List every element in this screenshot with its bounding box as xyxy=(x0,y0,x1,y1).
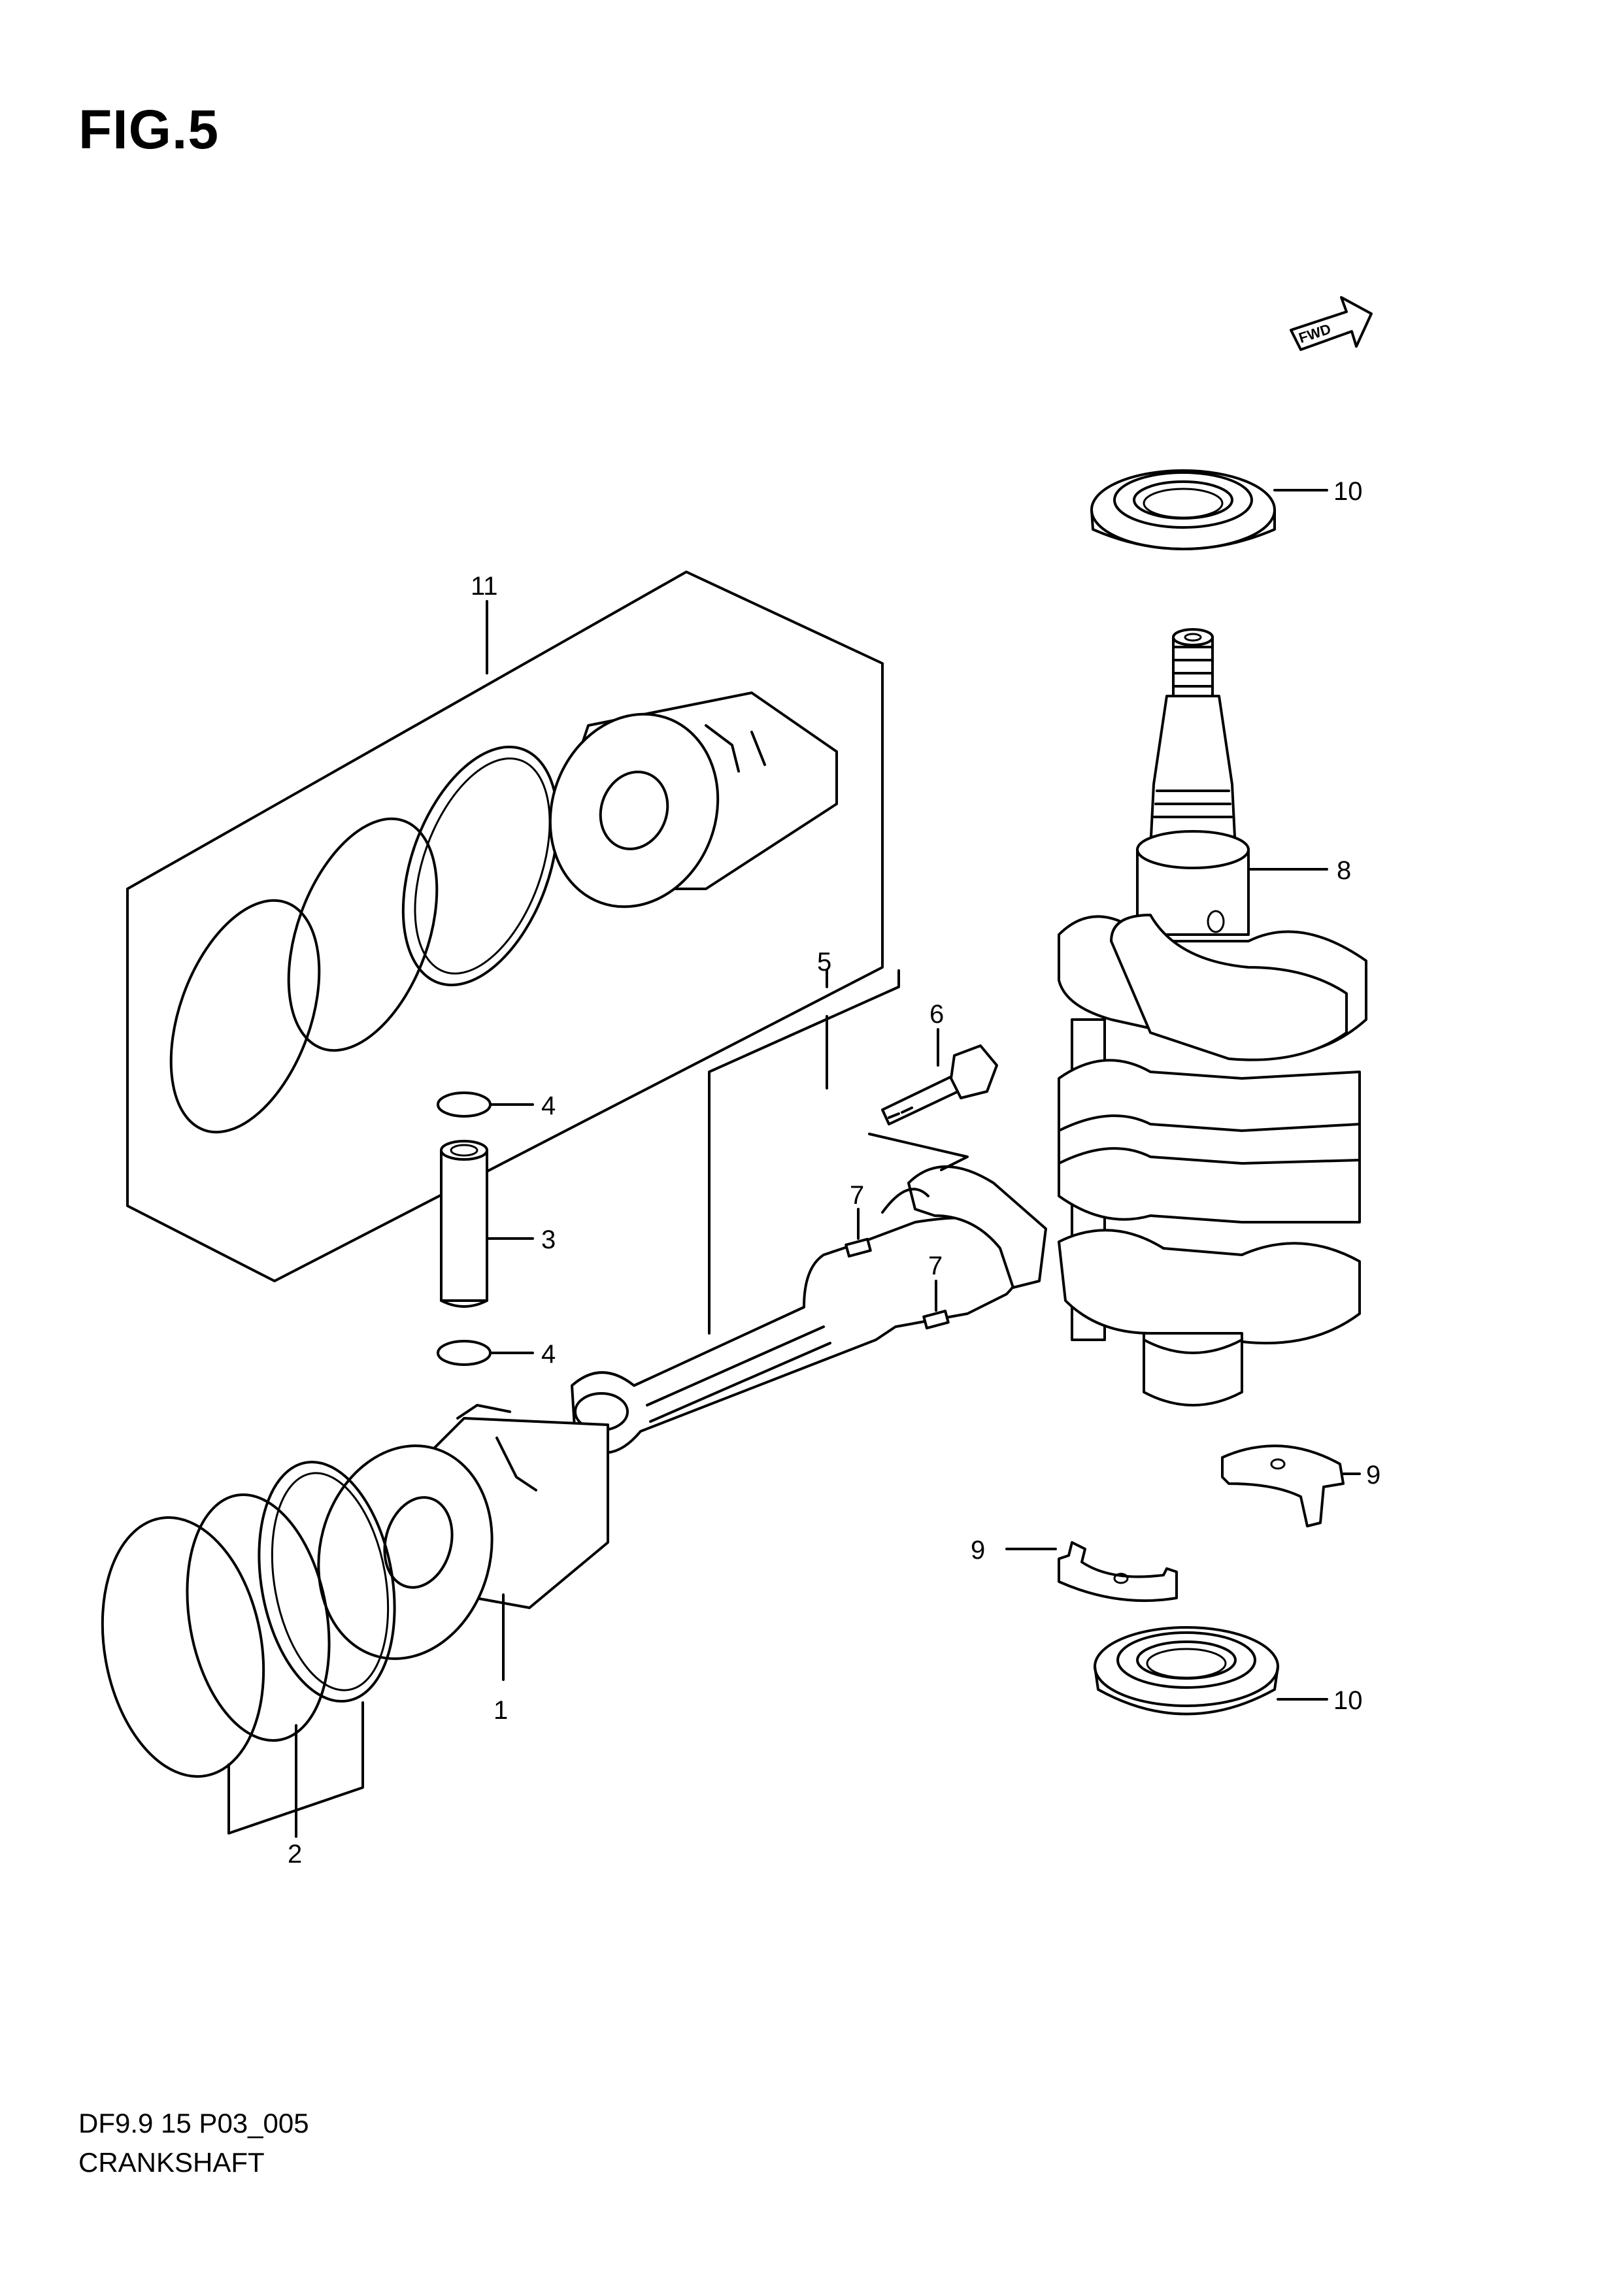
callout-9b: 9 xyxy=(971,1536,985,1565)
callout-5: 5 xyxy=(817,948,831,976)
callout-9a: 9 xyxy=(1366,1461,1380,1489)
callout-7b: 7 xyxy=(928,1252,943,1280)
dowel-pin-icon xyxy=(845,1237,872,1258)
callout-11: 11 xyxy=(471,572,498,601)
callout-10b: 10 xyxy=(1333,1686,1363,1715)
callout-2: 2 xyxy=(288,1840,302,1869)
crankshaft-icon xyxy=(1058,628,1367,1406)
bolt-icon xyxy=(881,1044,998,1125)
piston-icon xyxy=(317,1404,609,1660)
callout-4b: 4 xyxy=(541,1340,556,1369)
oil-seal-icon xyxy=(1094,1626,1279,1716)
figure-title: FIG.5 xyxy=(78,99,220,160)
callout-4a: 4 xyxy=(541,1091,556,1120)
circlip-icon xyxy=(437,1340,492,1366)
bearing-shell-icon xyxy=(1058,1541,1178,1603)
piston-ring-set-icon xyxy=(101,1460,396,1778)
callout-6: 6 xyxy=(929,1000,944,1029)
callout-3: 3 xyxy=(541,1225,556,1254)
drawing-code: DF9.9 15 P03_005 xyxy=(78,2108,309,2138)
piston-kit-icon xyxy=(126,571,884,1282)
bearing-shell-icon xyxy=(1221,1444,1345,1527)
fwd-arrow-icon: FWD xyxy=(1290,296,1373,351)
oil-seal-icon xyxy=(1090,469,1276,550)
piston-pin-icon xyxy=(440,1140,488,1308)
callout-7a: 7 xyxy=(850,1181,864,1210)
callout-10a: 10 xyxy=(1333,477,1363,506)
circlip-icon xyxy=(437,1091,492,1118)
callout-8: 8 xyxy=(1337,856,1351,885)
dowel-pin-icon xyxy=(922,1309,950,1330)
drawing-name: CRANKSHAFT xyxy=(78,2147,265,2178)
connecting-rod-icon xyxy=(571,1165,1047,1454)
callout-1: 1 xyxy=(494,1696,508,1725)
